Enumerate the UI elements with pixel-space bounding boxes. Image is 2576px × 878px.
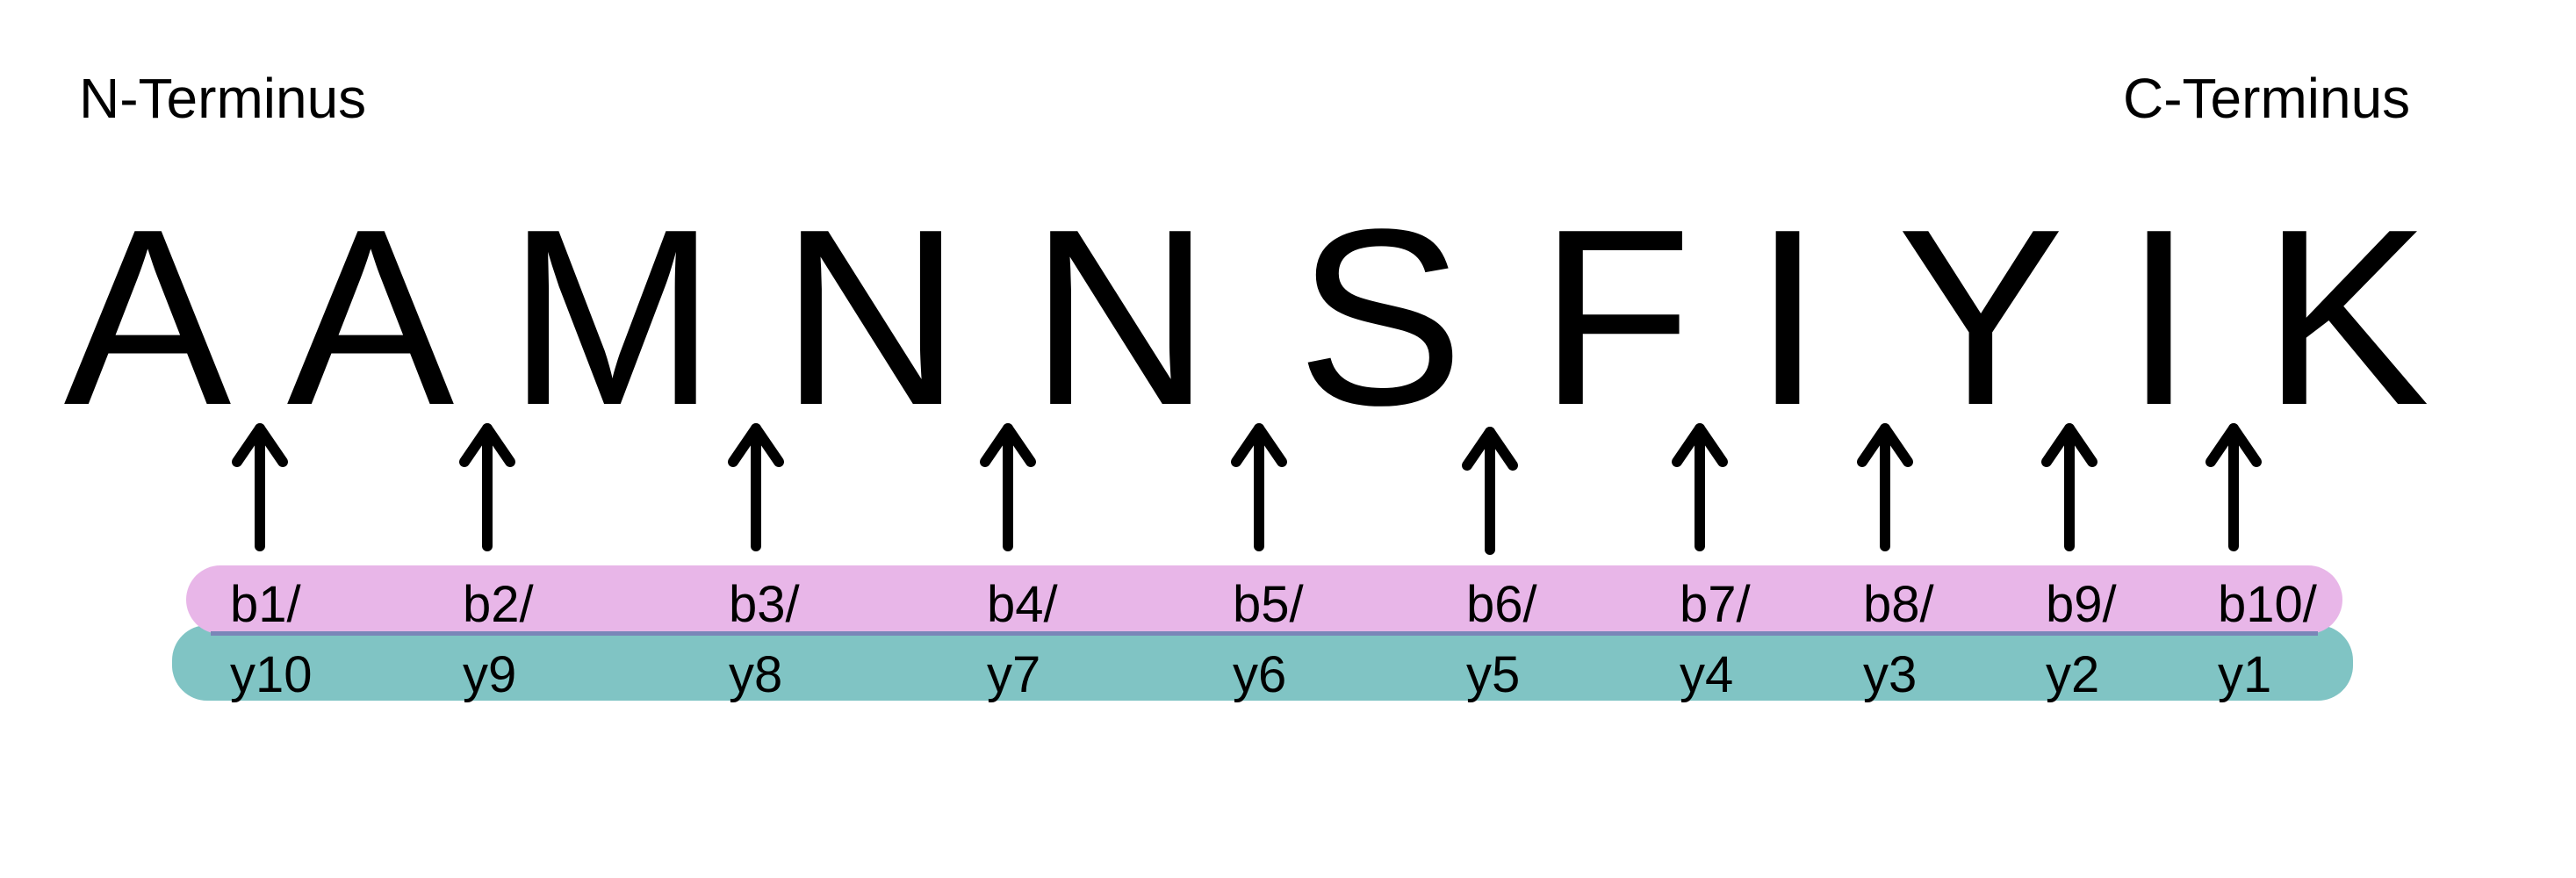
b-ion-label: b3/ bbox=[729, 576, 800, 633]
residue-5: N bbox=[1029, 176, 1212, 457]
y-ion-label: y9 bbox=[463, 646, 517, 703]
b-ion-label: b2/ bbox=[463, 576, 534, 633]
y-ion-label: y10 bbox=[230, 646, 313, 703]
residue-2: A bbox=[286, 176, 455, 457]
y-ion-label: y4 bbox=[1680, 646, 1734, 703]
residue-6: S bbox=[1296, 176, 1464, 457]
c-terminus-label: C-Terminus bbox=[2123, 67, 2411, 130]
residue-8: I bbox=[1752, 176, 1823, 457]
cleavage-arrow-5 bbox=[1231, 423, 1287, 551]
residue-11: K bbox=[2262, 176, 2430, 457]
y-ion-label: y8 bbox=[729, 646, 783, 703]
cleavage-arrow-2 bbox=[459, 423, 515, 551]
cleavage-arrow-1 bbox=[232, 423, 288, 551]
residue-9: Y bbox=[1896, 176, 2065, 457]
y-ion-label: y2 bbox=[2046, 646, 2100, 703]
cleavage-arrow-3 bbox=[728, 423, 784, 551]
residue-3: M bbox=[507, 176, 717, 457]
cleavage-arrow-10 bbox=[2205, 423, 2262, 551]
y-ion-band bbox=[172, 625, 2353, 701]
n-terminus-label: N-Terminus bbox=[79, 67, 367, 130]
y-ion-label: y1 bbox=[2218, 646, 2272, 703]
b-ion-label: b9/ bbox=[2046, 576, 2117, 633]
b-ion-label: b5/ bbox=[1233, 576, 1304, 633]
residue-4: N bbox=[780, 176, 962, 457]
b-ion-band bbox=[186, 565, 2342, 634]
cleavage-arrow-7 bbox=[1672, 423, 1728, 551]
residue-7: F bbox=[1538, 176, 1693, 457]
b-ion-label: b7/ bbox=[1680, 576, 1751, 633]
y-ion-label: y7 bbox=[987, 646, 1041, 703]
y-ion-label: y6 bbox=[1233, 646, 1287, 703]
cleavage-arrow-9 bbox=[2041, 423, 2097, 551]
cleavage-arrow-4 bbox=[980, 423, 1036, 551]
cleavage-arrow-6 bbox=[1462, 427, 1518, 555]
b-ion-label: b4/ bbox=[987, 576, 1058, 633]
b-ion-label: b6/ bbox=[1466, 576, 1537, 633]
b-ion-label: b8/ bbox=[1863, 576, 1934, 633]
y-ion-label: y3 bbox=[1863, 646, 1918, 703]
cleavage-arrow-8 bbox=[1857, 423, 1913, 551]
b-ion-label: b1/ bbox=[230, 576, 301, 633]
b-ion-label: b10/ bbox=[2218, 576, 2317, 633]
y-ion-label: y5 bbox=[1466, 646, 1521, 703]
residue-1: A bbox=[63, 176, 232, 457]
band-divider bbox=[211, 631, 2318, 636]
residue-10: I bbox=[2124, 176, 2194, 457]
